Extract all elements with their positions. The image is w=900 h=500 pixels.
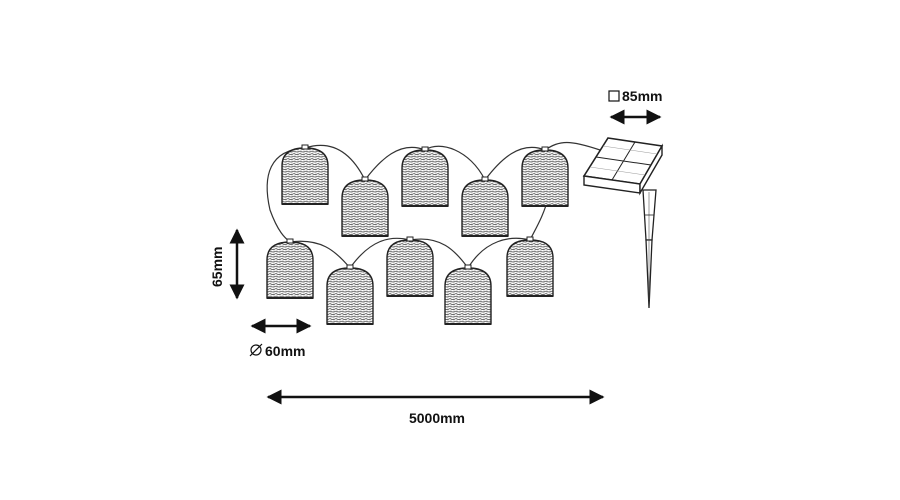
- lantern: [444, 264, 492, 325]
- lantern: [401, 146, 449, 207]
- panel-dimension: 85mm: [608, 88, 662, 125]
- lantern: [521, 146, 569, 207]
- diameter-symbol: [249, 343, 263, 357]
- ground-stake: [642, 189, 657, 309]
- lantern: [341, 176, 389, 237]
- lantern-height-label: 65mm: [209, 247, 225, 287]
- total-length-label: 5000mm: [409, 410, 465, 426]
- lantern: [266, 238, 314, 299]
- lantern: [326, 264, 374, 325]
- height-dimension: 65mm: [209, 228, 245, 300]
- length-dimension: 5000mm: [266, 389, 605, 426]
- lantern-diameter-label: 60mm: [265, 343, 305, 359]
- lantern: [386, 236, 434, 297]
- lantern: [506, 236, 554, 297]
- lantern: [281, 144, 329, 205]
- square-symbol: [608, 90, 620, 102]
- diameter-dimension: 60mm: [249, 318, 312, 359]
- solar-panel: [582, 137, 664, 196]
- panel-size-label: 85mm: [622, 88, 662, 104]
- lantern: [461, 176, 509, 237]
- lantern-group: [266, 144, 569, 325]
